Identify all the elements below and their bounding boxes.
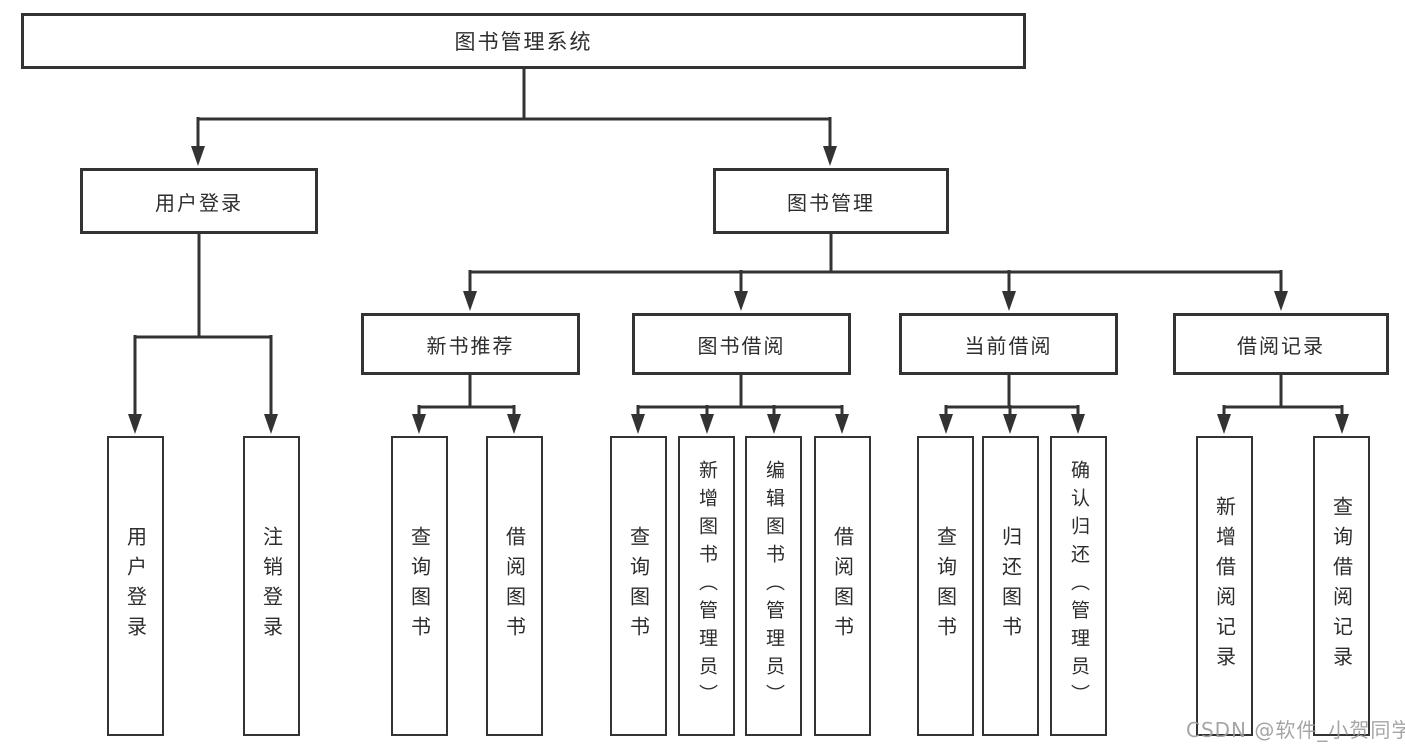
csdn-watermark: CSDN @软件_小贺同学: [1186, 718, 1405, 742]
node-new-book-recommendation: 新书推荐: [361, 313, 580, 375]
node-current-borrowing: 当前借阅: [899, 313, 1118, 375]
leaf-borrow-books-recommend: 借阅图书: [486, 436, 543, 736]
leaf-add-borrow-record: 新增借阅记录: [1196, 436, 1253, 736]
leaf-borrow-books: 借阅图书: [814, 436, 871, 736]
node-user-login: 用户登录: [80, 168, 318, 234]
node-book-management: 图书管理: [713, 168, 949, 234]
leaf-query-books-borrow: 查询图书: [610, 436, 667, 736]
node-library-management-system: 图书管理系统: [21, 13, 1026, 69]
node-borrowing-records: 借阅记录: [1173, 313, 1389, 375]
leaf-edit-books-admin: 编辑图书（管理员）: [745, 436, 802, 736]
leaf-logout: 注销登录: [243, 436, 300, 736]
leaf-confirm-return-admin: 确认归还（管理员）: [1050, 436, 1107, 736]
leaf-user-login: 用户登录: [107, 436, 164, 736]
leaf-query-books-recommend: 查询图书: [391, 436, 448, 736]
leaf-return-books: 归还图书: [982, 436, 1039, 736]
node-book-borrowing: 图书借阅: [632, 313, 851, 375]
leaf-query-books-current: 查询图书: [917, 436, 974, 736]
leaf-query-borrow-record: 查询借阅记录: [1313, 436, 1370, 736]
leaf-add-books-admin: 新增图书（管理员）: [678, 436, 735, 736]
